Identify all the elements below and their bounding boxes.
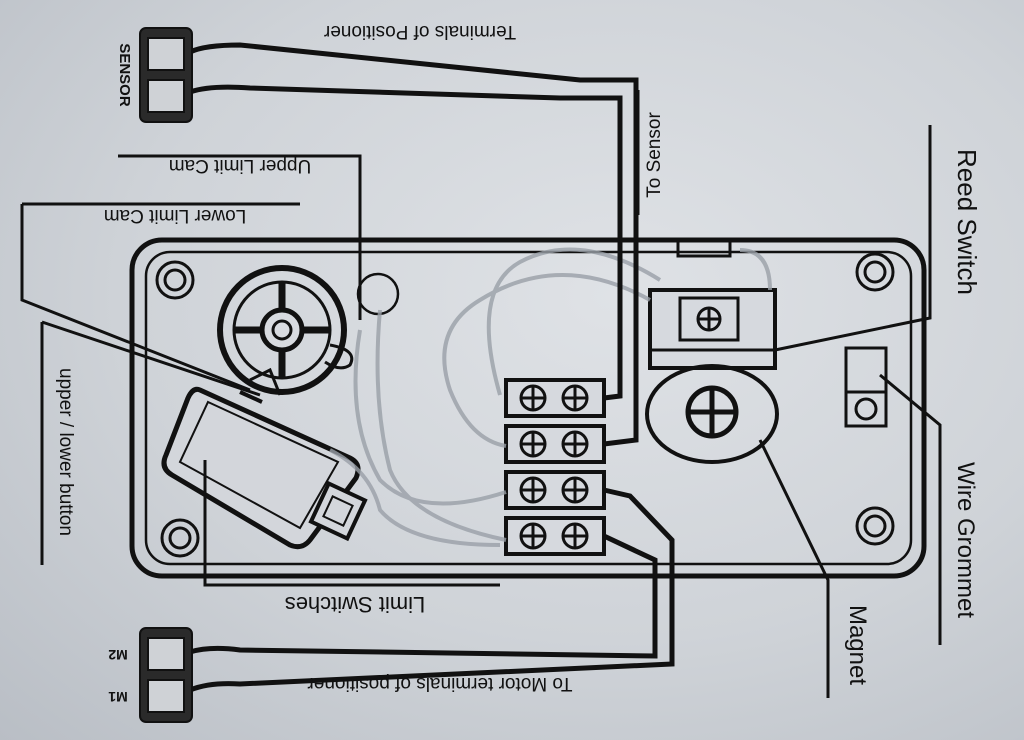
internal-wires (329, 247, 772, 547)
cam-wheel (217, 265, 354, 395)
to-sensor-label: To Sensor (644, 112, 665, 198)
limit-switch (161, 367, 368, 550)
terminal-screws (519, 384, 589, 550)
lower-limit-cam-label: Lower Limit Cam (104, 205, 247, 226)
m2-label: M2 (108, 647, 128, 663)
sensor-connector (139, 27, 193, 123)
motor-connector (139, 627, 193, 723)
positioner-board (129, 237, 927, 579)
leader-lines (20, 90, 942, 698)
mounting-holes (155, 252, 895, 558)
to-motor-terminals-label: To Motor terminals of positioner (307, 673, 573, 694)
magnet-component (645, 364, 779, 464)
upper-lower-button-label: upper / lower button (55, 368, 76, 536)
magnet-label: Magnet (844, 605, 871, 685)
terminal-block (504, 378, 606, 556)
reed-switch-component (648, 238, 777, 370)
reed-switch-label: Reed Switch (952, 149, 982, 295)
limit-switches-label: Limit Switches (285, 592, 426, 617)
upper-limit-cam-label: Upper Limit Cam (169, 155, 312, 176)
sensor-connector-label: SENSOR (116, 43, 133, 107)
wire-grommet-component (844, 346, 888, 428)
terminals-positioner-label: Terminals of Positioner (323, 21, 516, 42)
external-wires (188, 42, 675, 693)
wire-grommet-label: Wire Grommet (952, 462, 979, 618)
wire-hole (356, 272, 400, 316)
m1-label: M1 (108, 689, 128, 705)
